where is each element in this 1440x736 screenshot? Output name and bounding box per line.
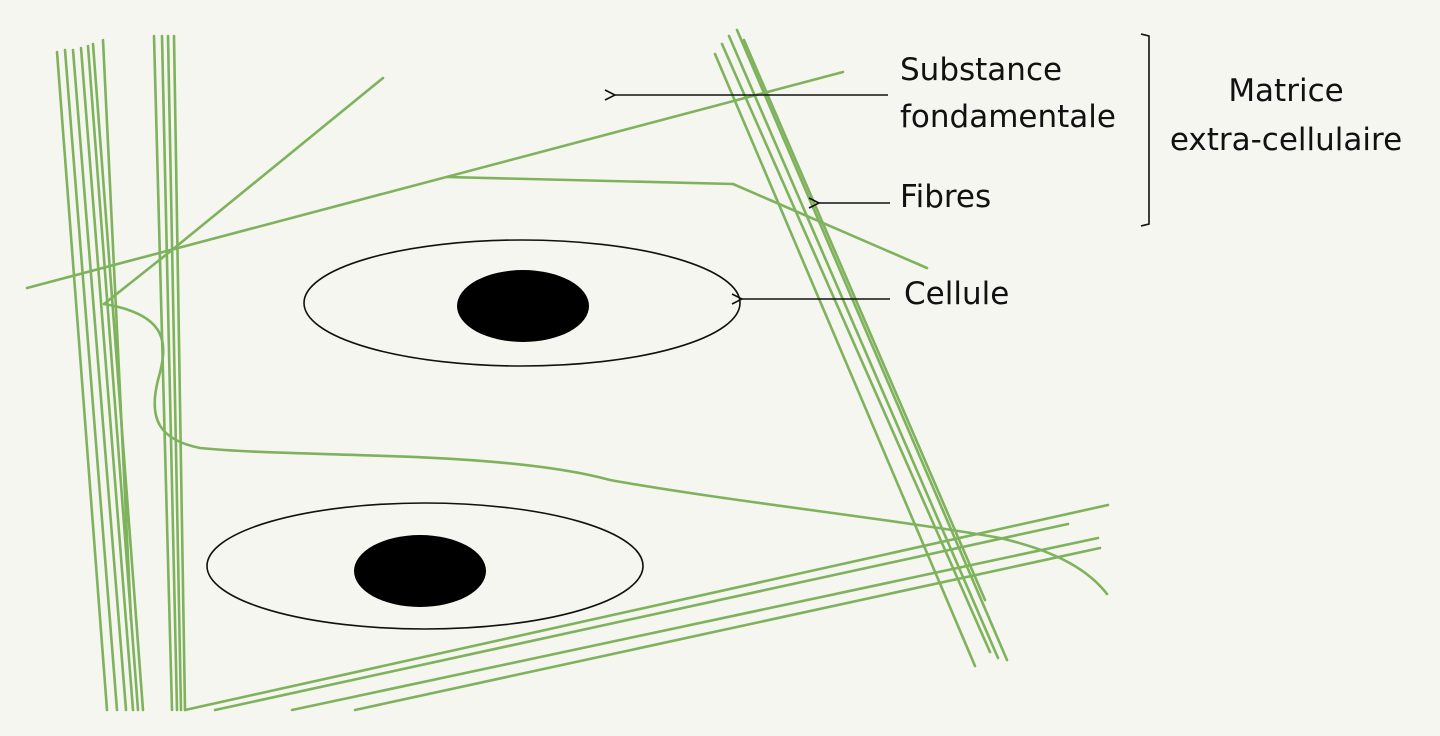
fiber-bundle-left xyxy=(55,38,145,712)
cell-upper xyxy=(303,239,741,367)
fiber-bundle-left-center xyxy=(152,34,187,712)
fiber-strands-single xyxy=(25,70,1109,596)
fiber-bundle-bottom xyxy=(183,503,1110,712)
label-substance-line1: Substance xyxy=(900,52,1062,88)
label-fibres: Fibres xyxy=(900,179,991,215)
label-substance-line2: fondamentale xyxy=(900,99,1116,135)
cell-lower-nucleus xyxy=(354,535,486,607)
cell-lower xyxy=(206,502,644,630)
cell-upper-nucleus xyxy=(457,270,589,342)
label-cellule: Cellule xyxy=(904,276,1009,312)
label-matrice-line2: extra-cellulaire xyxy=(1170,122,1402,158)
cell-lower-membrane xyxy=(206,502,644,630)
matrix-bracket xyxy=(1140,33,1150,227)
label-matrice-line1: Matrice xyxy=(1228,73,1343,109)
